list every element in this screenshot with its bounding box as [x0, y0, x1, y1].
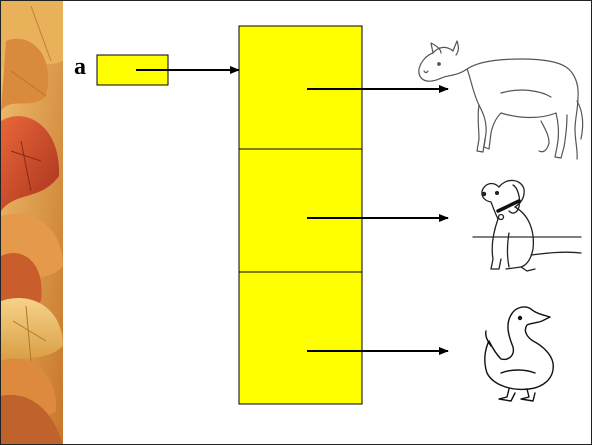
dog-icon [472, 179, 582, 272]
autumn-leaves-strip [1, 1, 63, 444]
duck-icon [484, 306, 554, 402]
variable-label: a [74, 54, 86, 80]
array-cell-3 [238, 271, 363, 405]
cow-icon [418, 40, 584, 160]
array-cell-1 [238, 25, 363, 150]
array-cell-2 [238, 148, 363, 273]
